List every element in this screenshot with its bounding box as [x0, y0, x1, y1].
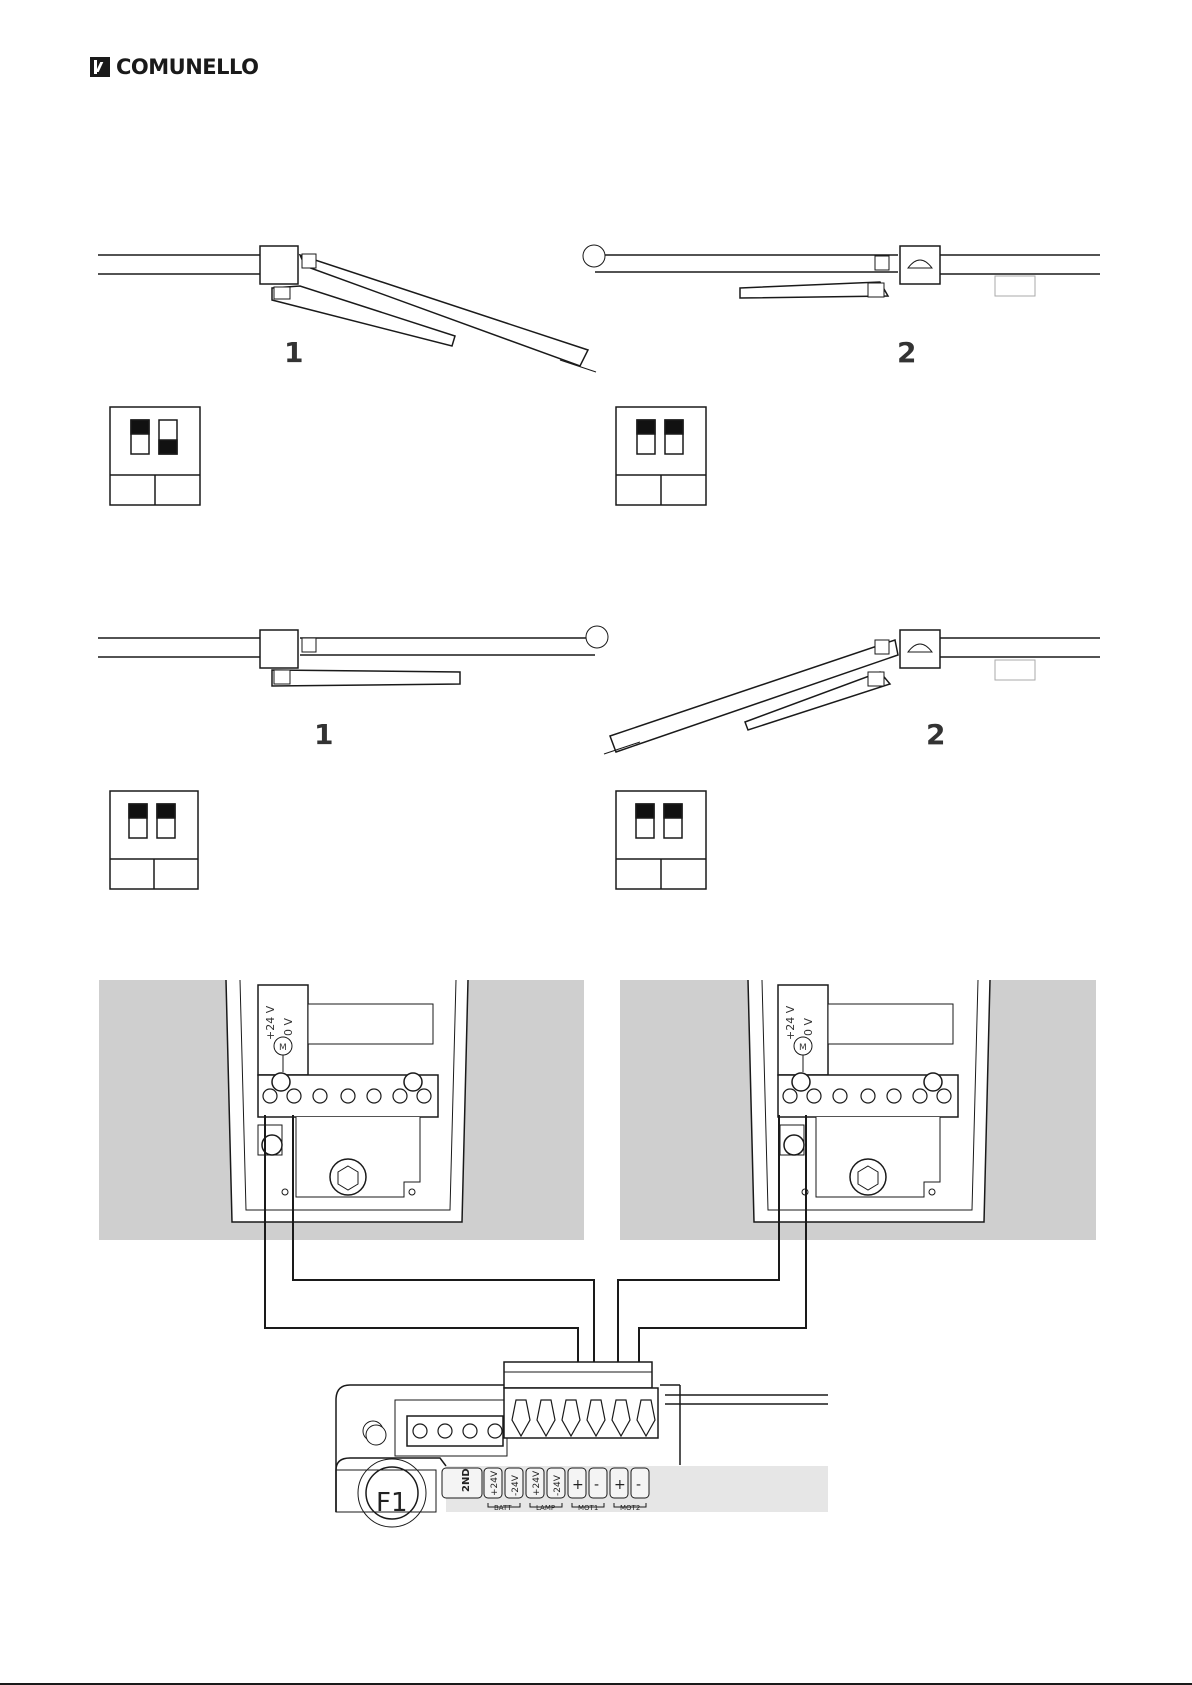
motor-left-zero-label: 0 V: [282, 1018, 295, 1036]
terminal-batt-minus: -24V: [511, 1474, 521, 1496]
group-lamp: LAMP: [536, 1504, 555, 1512]
dip-switch-top-right: [616, 407, 706, 505]
motor-left-plus-label: +24 V: [264, 1005, 277, 1040]
scene-middle-number-left: 1: [314, 718, 333, 751]
fuse-label: F1: [376, 1488, 408, 1518]
scene-top-number-right: 2: [897, 336, 916, 369]
dip-switch-top-left: [110, 407, 200, 505]
scene-top: [98, 245, 1100, 372]
terminal-lamp-plus: +24V: [532, 1470, 542, 1496]
motor-right-m-label: M: [799, 1043, 807, 1053]
terminal-mot1-minus: -: [594, 1477, 599, 1493]
terminal-batt-plus: +24V: [490, 1470, 500, 1496]
scene-middle-number-right: 2: [926, 718, 945, 751]
motor-right-plus-label: +24 V: [784, 1005, 797, 1040]
dip-switch-bottom-right: [616, 791, 706, 889]
motor-panel-right: [620, 980, 1096, 1240]
motor-panel-left: [99, 980, 584, 1240]
terminal-lamp-minus: -24V: [553, 1474, 563, 1496]
scene-middle: [98, 626, 1100, 754]
terminal-mot2-plus: +: [614, 1477, 626, 1493]
dip-switch-bottom-left: [110, 791, 198, 889]
group-batt: BATT: [494, 1504, 512, 1512]
terminal-mot2-minus: -: [636, 1477, 641, 1493]
motor-right-zero-label: 0 V: [802, 1018, 815, 1036]
scene-top-number-left: 1: [284, 336, 303, 369]
terminal-mot1-plus: +: [572, 1477, 584, 1493]
terminal-2nd: 2ND: [461, 1468, 472, 1492]
control-unit: [336, 1362, 828, 1527]
group-mot2: MOT2: [620, 1504, 640, 1512]
motor-left-m-label: M: [279, 1043, 287, 1053]
group-mot1: MOT1: [578, 1504, 598, 1512]
